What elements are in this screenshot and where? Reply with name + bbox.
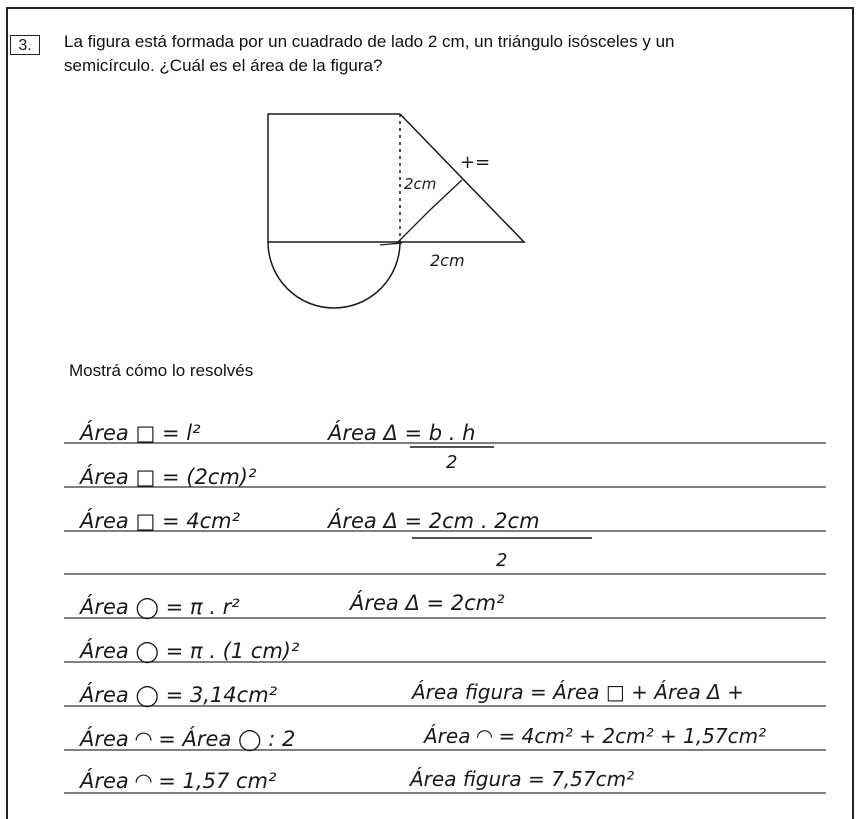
handwritten-work: Área □ = l² Área Δ = b . h 2 Área □ = (2… [78, 420, 766, 793]
handwritten-extension-line [379, 242, 403, 246]
question-text: La figura está formada por un cuadrado d… [64, 30, 824, 78]
page-border [6, 7, 854, 819]
work-line-7-right: Área figura = Área □ + Área Δ + [410, 680, 744, 704]
square-outline [267, 113, 400, 243]
work-line-5-left: Área ◯ = π . r² [78, 594, 240, 620]
label-horizontal-2cm: 2cm [430, 251, 465, 270]
composite-figure [267, 113, 526, 309]
label-vertical-2cm: 2cm [404, 175, 436, 193]
question-line-1: La figura está formada por un cuadrado d… [64, 32, 675, 51]
work-line-2: Área □ = (2cm)² [78, 464, 257, 489]
work-line-1-right: Área Δ = b . h [326, 420, 475, 445]
work-line-7-left: Área ◯ = 3,14cm² [78, 682, 278, 708]
handwritten-diagonal-line [395, 179, 463, 245]
work-line-9-right: Área figura = 7,57cm² [408, 767, 634, 791]
question-line-2: semicírculo. ¿Cuál es el área de la figu… [64, 56, 383, 75]
work-line-1-denominator: 2 [446, 452, 457, 473]
question-number: 3. [10, 35, 40, 55]
work-line-1-left: Área □ = l² [78, 420, 201, 445]
triangle-outline [399, 113, 526, 243]
work-line-3-left: Área □ = 4cm² [78, 508, 241, 533]
work-line-4-denominator: 2 [496, 550, 507, 571]
instruction-text: Mostrá cómo lo resolvés [69, 361, 254, 380]
ruled-lines [64, 442, 826, 794]
semicircle-outline [267, 241, 401, 309]
label-plus-equals: += [460, 152, 490, 173]
work-line-9-left: Área ◠ = 1,57 cm² [78, 768, 277, 793]
work-line-8-left: Área ◠ = Área ◯ : 2 [78, 726, 295, 752]
work-line-3-right: Área Δ = 2cm . 2cm [326, 508, 540, 533]
work-line-6: Área ◯ = π . (1 cm)² [78, 638, 300, 664]
work-line-8-right: Área ◠ = 4cm² + 2cm² + 1,57cm² [422, 724, 766, 748]
work-line-5-right: Área Δ = 2cm² [348, 590, 505, 615]
